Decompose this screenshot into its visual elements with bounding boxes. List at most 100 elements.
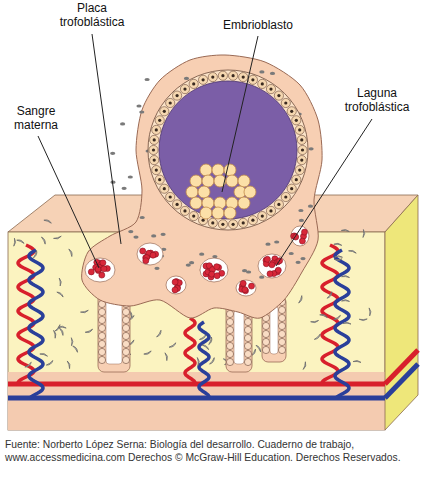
trophoblast-cell <box>248 75 257 84</box>
leader-line <box>38 136 99 268</box>
trophoblast-cell <box>189 79 198 88</box>
cytotrophoblast-cell <box>122 340 129 347</box>
part-label: Laguna trofoblástica <box>333 86 421 114</box>
source-caption: Fuente: Norberto López Serna: Biología d… <box>5 438 419 464</box>
cell-nucleus <box>298 169 301 172</box>
column-core <box>234 310 244 364</box>
trophoblast-cell <box>180 206 189 215</box>
cell-nucleus <box>153 159 156 162</box>
stromal-cell <box>54 330 57 338</box>
syncytial-nucleus <box>128 175 133 178</box>
trophoblast-cell <box>152 166 161 175</box>
embryoblast-cell <box>190 197 202 209</box>
cell-nucleus <box>269 209 272 212</box>
cytotrophoblast-cell <box>122 356 129 363</box>
cell-nucleus <box>301 148 304 151</box>
syncytial-nucleus <box>151 234 156 237</box>
vein <box>8 396 385 401</box>
trophoblast-cell <box>180 85 189 94</box>
syncytial-nucleus <box>161 233 166 236</box>
cell-nucleus <box>298 128 301 131</box>
trophoblast-cell <box>281 98 290 107</box>
coiled-artery <box>185 318 195 384</box>
trophoblast-cell <box>292 116 301 125</box>
stromal-cell <box>209 337 213 345</box>
trophoblast-cell <box>218 220 227 229</box>
cytotrophoblast-cell <box>226 334 233 341</box>
embryoblast-cell <box>200 207 212 219</box>
red-blood-cell <box>88 269 94 275</box>
embryoblast-cell <box>238 175 250 187</box>
syncytial-nucleus <box>298 209 303 212</box>
stromal-cell <box>41 236 46 244</box>
syncytial-nucleus <box>296 261 301 264</box>
cytotrophoblast-cell <box>262 330 269 337</box>
cytotrophoblast-cell <box>98 340 105 347</box>
stromal-cell <box>311 320 319 323</box>
syncytial-nucleus <box>299 219 304 222</box>
cytotrophoblast-cell <box>244 342 251 349</box>
trophoblast-cell <box>150 156 159 165</box>
tissue-lower-band <box>8 372 385 430</box>
stromal-cell <box>59 328 64 336</box>
embryoblast-cell <box>212 207 224 219</box>
cytotrophoblast-cell <box>244 326 251 333</box>
trophoblast-cell <box>297 156 306 165</box>
cell-nucleus <box>153 138 156 141</box>
cell-nucleus <box>269 88 272 91</box>
stromal-cell <box>40 353 48 357</box>
red-blood-cell <box>264 256 270 262</box>
coiled-vein <box>199 322 209 398</box>
stromal-cell <box>59 278 61 286</box>
trophoblast-cell <box>274 200 283 209</box>
cytotrophoblast-cell <box>122 324 129 331</box>
stromal-cell <box>335 256 343 258</box>
cell-nucleus <box>152 148 155 151</box>
blastocyst-cavity <box>159 81 297 219</box>
stromal-cell <box>334 315 342 320</box>
stromal-cell <box>369 308 371 316</box>
trophoblast-cell <box>229 71 238 80</box>
syncytial-nucleus <box>259 70 264 73</box>
stromal-cell <box>342 275 350 277</box>
cell-nucleus <box>183 209 186 212</box>
stromal-cell <box>157 330 163 338</box>
cytotrophoblast-cell <box>278 346 285 353</box>
stromal-cell <box>57 291 64 297</box>
trophoblast-cell <box>298 145 307 154</box>
cell-nucleus <box>284 195 287 198</box>
syncytial-nucleus <box>259 276 264 279</box>
trophoblast-cell <box>258 79 267 88</box>
embryoblast-cell <box>186 186 198 198</box>
trophoblast-cell <box>208 73 217 82</box>
trophoblast-cell <box>155 175 164 184</box>
cytotrophoblast-cell <box>98 316 105 323</box>
cytotrophoblast-cell <box>244 334 251 341</box>
stromal-cell <box>320 313 328 317</box>
part-label: Sangre materna <box>4 104 68 132</box>
syncytial-nucleus <box>140 216 145 219</box>
trophoblastic-lacuna <box>236 280 256 296</box>
stromal-cell <box>81 310 89 313</box>
trophoblast-cell <box>208 218 217 227</box>
trophoblastic-lacuna <box>137 243 163 265</box>
stromal-cell <box>67 361 71 369</box>
trophoblastic-lacuna <box>200 258 228 282</box>
cell-nucleus <box>232 223 235 226</box>
vein <box>385 364 418 398</box>
stromal-cell <box>299 296 304 304</box>
stromal-cell <box>85 329 93 334</box>
cell-nucleus <box>169 195 172 198</box>
syncytial-nucleus <box>274 240 279 243</box>
trophoblast-cell <box>281 192 290 201</box>
stromal-cell <box>44 219 52 223</box>
cytotrophoblast-cell <box>226 358 233 365</box>
cytotrophoblast-cell <box>278 338 285 345</box>
part-label: Embrioblasto <box>212 18 304 32</box>
cell-nucleus <box>176 94 179 97</box>
stromal-cell <box>210 358 216 365</box>
cytotrophoblast-cell <box>226 318 233 325</box>
cell-nucleus <box>158 178 161 181</box>
cytotrophoblast-cell <box>278 314 285 321</box>
